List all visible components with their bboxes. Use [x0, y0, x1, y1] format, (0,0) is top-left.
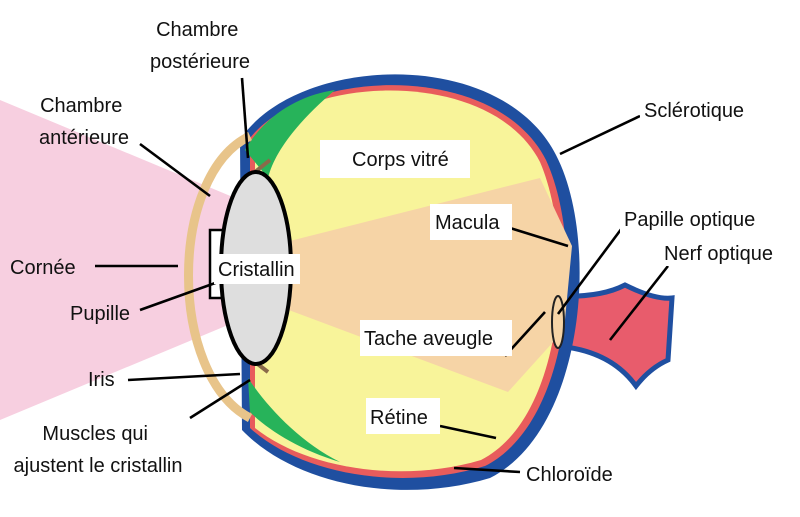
label-box-nerf [660, 236, 794, 266]
label-cornee: Cornée [10, 257, 76, 279]
cornea [184, 131, 253, 422]
leader-sclerotique [559, 114, 641, 156]
ciliary-body-top [245, 90, 335, 178]
label-box-cristallin [214, 254, 300, 284]
label-retine: Rétine [370, 407, 428, 429]
leader-pupille [139, 280, 219, 312]
leader-retine [439, 424, 497, 440]
label-box-macula [430, 204, 512, 240]
leader-iris [127, 372, 241, 382]
label-choroide: Chloroïde [526, 464, 613, 486]
label-box-corps-vitre [320, 140, 470, 178]
label-muscles: Muscles qui ajustent le cristallin [14, 423, 183, 477]
label-papille-optique: Papille optique [624, 209, 755, 231]
leader-chambre-anterieure [139, 142, 211, 198]
label-sclerotique: Sclérotique [644, 100, 744, 122]
label-box-tache-aveugle [360, 320, 512, 356]
leader-chambre-posterieure [240, 77, 250, 159]
leader-nerf-optique [608, 265, 670, 341]
label-iris: Iris [88, 369, 115, 391]
leader-macula [509, 226, 569, 248]
label-tache-aveugle: Tache aveugle [364, 328, 493, 350]
leader-papille-optique [556, 227, 624, 315]
light-cone-outside [0, 100, 240, 420]
label-box-sclerotique [640, 92, 760, 124]
label-box-papille [620, 204, 776, 234]
label-box-retine [366, 398, 440, 434]
label-corps-vitre: Corps vitré [352, 149, 449, 171]
ciliary-body-bottom [248, 378, 340, 462]
leader-muscles [189, 378, 251, 420]
leader-choroide [453, 466, 521, 474]
label-macula: Macula [435, 212, 500, 234]
zonule-top [253, 158, 272, 174]
optic-disc [551, 295, 565, 349]
label-chambre-anterieure: Chambre antérieure [39, 95, 129, 149]
label-chambre-posterieure: Chambre postérieure [150, 19, 250, 73]
label-nerf-optique: Nerf optique [664, 243, 773, 265]
label-pupille: Pupille [70, 303, 130, 325]
label-cristallin: Cristallin [218, 259, 295, 281]
